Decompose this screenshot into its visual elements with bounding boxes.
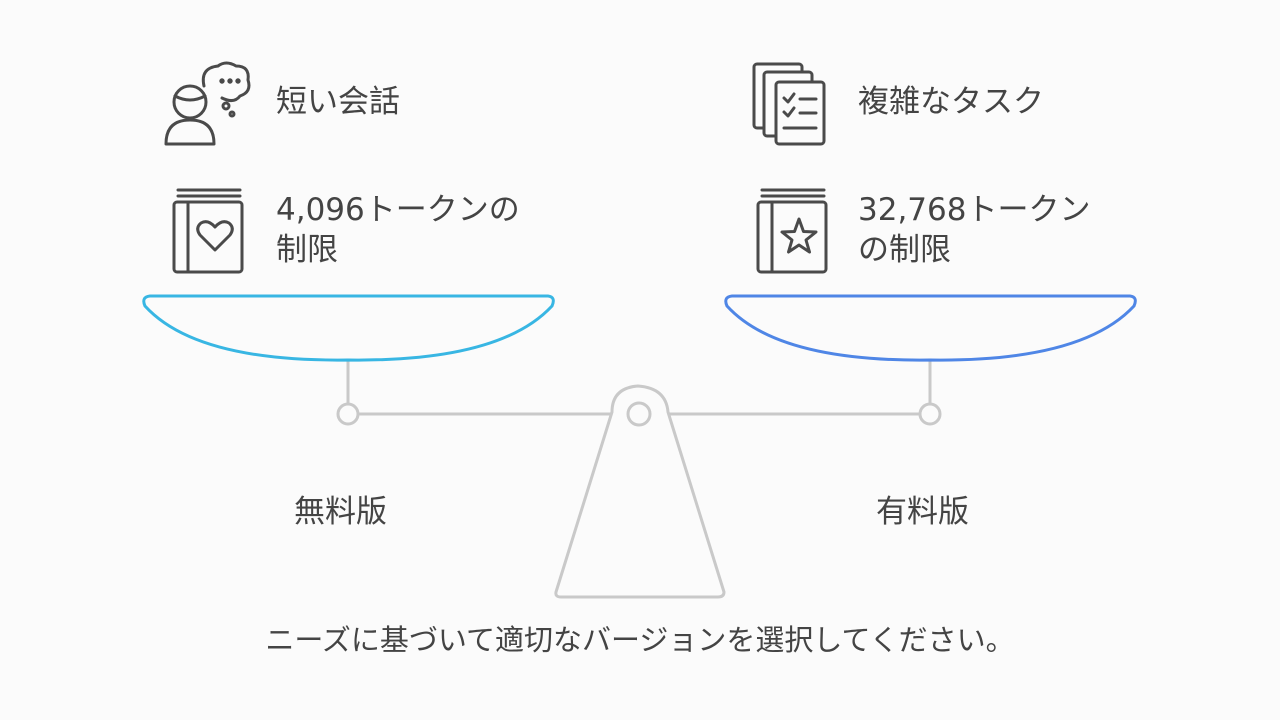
person-thinking-icon (164, 61, 251, 146)
star-book-icon (756, 188, 828, 274)
right-pan (724, 294, 1137, 362)
left-limit-line1: 4,096トークンの (276, 192, 520, 228)
left-limit-line2: 制限 (276, 232, 338, 268)
right-use-case-label: 複雑なタスク (858, 84, 1044, 120)
left-limit-label: 4,096トークンの 制限 (276, 190, 520, 270)
right-limit-label: 32,768トークン の制限 (858, 190, 1090, 270)
checklist-documents-icon (752, 62, 826, 146)
right-joint (918, 402, 942, 426)
fulcrum-stand (554, 384, 726, 599)
left-use-case-label: 短い会話 (276, 84, 400, 120)
footer-message: ニーズに基づいて適切なバージョンを選択してください。 (265, 623, 1015, 657)
right-limit-line2: の制限 (858, 232, 951, 268)
paid-version-label: 有料版 (876, 494, 969, 530)
left-pan (142, 294, 555, 362)
right-limit-line1: 32,768トークン (858, 192, 1091, 228)
free-version-label: 無料版 (294, 494, 387, 530)
heart-book-icon (172, 188, 244, 274)
left-joint (336, 402, 360, 426)
pivot-circle (626, 401, 652, 427)
